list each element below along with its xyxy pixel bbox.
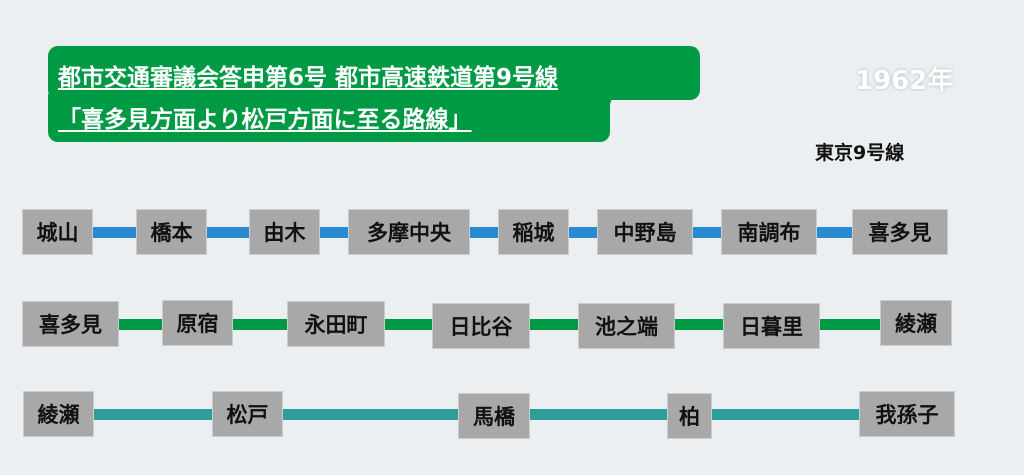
row1-track	[60, 227, 910, 238]
station: 城山	[22, 209, 93, 255]
year-label: 1962年	[855, 66, 954, 96]
station: 松戸	[212, 391, 283, 437]
station: 橋本	[136, 209, 207, 255]
station: 稲城	[498, 209, 569, 255]
station: 中野島	[597, 209, 693, 255]
station: 多摩中央	[348, 209, 470, 255]
station: 南調布	[721, 209, 817, 255]
station: 永田町	[287, 301, 385, 347]
station: 綾瀬	[880, 300, 952, 346]
station: 日比谷	[432, 303, 530, 349]
station: 馬橋	[458, 393, 530, 439]
title-banner-lower: 「喜多見方面より松戸方面に至る路線」	[48, 94, 622, 142]
title-line1: 都市交通審議会答申第6号 都市高速鉄道第9号線	[58, 65, 559, 91]
title-line2: 「喜多見方面より松戸方面に至る路線」	[58, 107, 472, 133]
title-banner: 都市交通審議会答申第6号 都市高速鉄道第9号線	[48, 46, 700, 100]
station: 原宿	[162, 300, 233, 346]
station: 日暮里	[723, 303, 820, 349]
station: 柏	[667, 393, 712, 439]
station: 由木	[249, 209, 320, 255]
station: 我孫子	[859, 391, 955, 437]
station: 綾瀬	[23, 391, 94, 437]
station: 喜多見	[852, 209, 948, 255]
station: 喜多見	[22, 301, 119, 347]
line-name: 東京9号線	[815, 142, 905, 164]
station: 池之端	[578, 303, 675, 349]
